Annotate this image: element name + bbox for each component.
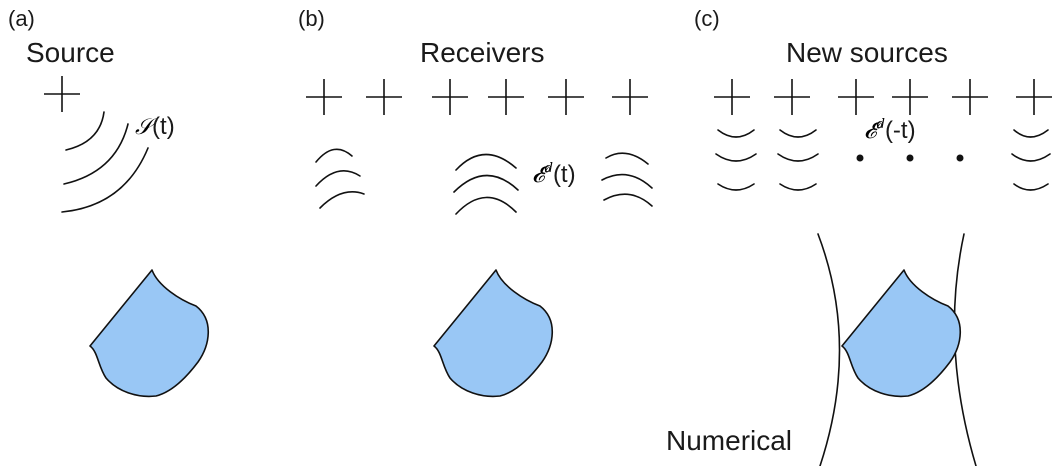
scatterer-shape: [89, 269, 209, 398]
new-source-marker: [838, 79, 874, 115]
recorded-field-label: 𝓔d(t): [532, 161, 576, 188]
panel-b-tag: (b): [298, 6, 325, 31]
source-marker: [44, 76, 80, 112]
wavefront-arc: [63, 123, 129, 185]
panel-b-title: Receivers: [420, 37, 544, 68]
wavefront-arc: [65, 111, 105, 151]
reemitted-wavefronts-2: [777, 129, 819, 191]
ellipsis-dots: [856, 154, 964, 162]
reemitted-wavefronts-6: [1011, 129, 1051, 191]
time-reversed-field-label: 𝓔d(-t): [864, 117, 916, 144]
wavefront-arc: [61, 147, 149, 213]
receiver-marker: [488, 79, 524, 115]
boundary-right: [953, 233, 977, 466]
panel-c: (c) New sources: [666, 6, 1052, 466]
reemitted-wavefronts-1: [715, 129, 757, 191]
source-signal-label: 𝒮(t): [135, 113, 175, 140]
new-source-marker: [952, 79, 988, 115]
panel-a-title: Source: [26, 37, 115, 68]
receiver-marker: [612, 79, 648, 115]
incoming-wavefronts-left: [315, 148, 365, 209]
emitted-wavefronts: [61, 111, 149, 213]
new-source-marker: [892, 79, 928, 115]
panel-c-tag: (c): [694, 6, 720, 31]
panel-a-tag: (a): [8, 6, 35, 31]
panel-a: (a) Source 𝒮(t): [8, 6, 209, 398]
panel-c-title: New sources: [786, 37, 948, 68]
receiver-marker: [306, 79, 342, 115]
receiver-marker: [366, 79, 402, 115]
scatterer-shape: [841, 269, 961, 398]
receiver-array: [306, 79, 648, 115]
scatterer-shape: [433, 269, 553, 398]
numerical-label: Numerical: [666, 425, 792, 456]
new-source-array: [714, 79, 1052, 115]
incoming-wavefronts-center: [453, 153, 519, 215]
receiver-marker: [548, 79, 584, 115]
new-source-marker: [774, 79, 810, 115]
new-source-marker: [714, 79, 750, 115]
receiver-marker: [432, 79, 468, 115]
boundary-left: [817, 233, 841, 466]
incoming-wavefronts-right: [601, 152, 653, 207]
panel-b: (b) Receivers 𝓔d(t): [298, 6, 653, 398]
new-source-marker: [1016, 79, 1052, 115]
